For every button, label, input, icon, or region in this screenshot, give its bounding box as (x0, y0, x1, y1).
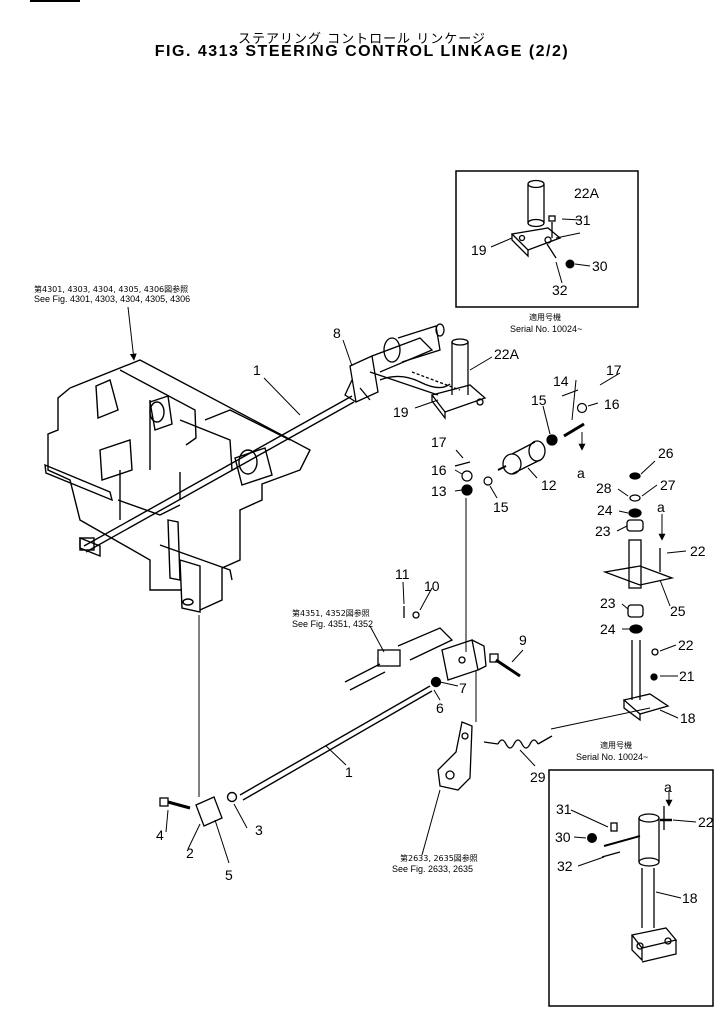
callout-4: 4 (156, 827, 164, 843)
callout-25: 25 (670, 603, 686, 619)
callout-9: 9 (519, 632, 527, 648)
figure-title: FIG. 4313 STEERING CONTROL LINKAGE (2/2) (154, 43, 570, 60)
inset-column-18-drawing (601, 806, 678, 963)
callout-24: 24 (597, 502, 613, 518)
callout-27: 27 (660, 477, 676, 493)
top-inset (455, 170, 639, 308)
upper-rod-1 (79, 395, 355, 553)
callout-30: 30 (555, 829, 571, 845)
callout-18: 18 (680, 710, 696, 726)
leader-lines (127, 218, 697, 899)
callout-10: 10 (424, 578, 440, 594)
callout-23: 23 (595, 523, 611, 539)
cylinder-12-drawing (502, 440, 546, 475)
inset-column-22A-drawing (510, 179, 562, 259)
callout-labels: 1 8 22A 19 22A 31 19 30 32 17 14 15 16 a… (156, 185, 714, 906)
callout-3: 3 (255, 822, 263, 838)
callout-14: 14 (553, 373, 569, 389)
callout-a: a (657, 499, 665, 515)
callout-7: 7 (459, 680, 467, 696)
lever-reference-en: See Fig. 2633, 2635 (392, 864, 473, 874)
callout-18: 18 (682, 890, 698, 906)
callout-2: 2 (186, 845, 194, 861)
callout-15: 15 (493, 499, 509, 515)
nut-30-icon (587, 833, 597, 843)
upper-assembly-drawing (344, 323, 487, 420)
bottom-inset (548, 769, 714, 1007)
spring-29-drawing (483, 735, 553, 749)
inset-frame (548, 769, 714, 1007)
cable-reference-en: See Fig. 4351, 4352 (292, 619, 373, 629)
callout-12: 12 (541, 477, 557, 493)
callout-21: 21 (679, 668, 695, 684)
callout-16: 16 (431, 462, 447, 478)
bottom-inset-serial-jp: 適用号機 (600, 740, 632, 750)
callout-22: 22 (678, 637, 694, 653)
right-column-drawing (602, 472, 675, 722)
cable-assembly-drawing (344, 606, 487, 691)
callout-19: 19 (471, 242, 487, 258)
callout-32: 32 (557, 858, 573, 874)
callout-30: 30 (592, 258, 608, 274)
title-japanese: ステアリング コントロール リンケージ (237, 32, 486, 47)
frame-reference-jp: 第4301, 4303, 4304, 4305, 4306図参照 (34, 284, 188, 294)
callout-5: 5 (225, 867, 233, 883)
callout-6: 6 (436, 700, 444, 716)
lever-reference-jp: 第2633, 2635図参照 (400, 853, 478, 863)
callout-17: 17 (431, 434, 447, 450)
clevis-and-bolts-drawing (159, 653, 521, 827)
callout-a: a (577, 465, 585, 481)
callout-1: 1 (345, 764, 353, 780)
callout-16: 16 (604, 396, 620, 412)
callout-26: 26 (658, 445, 674, 461)
callout-31: 31 (575, 212, 591, 228)
top-inset-serial-jp: 適用号機 (529, 312, 561, 322)
callout-31: 31 (556, 801, 572, 817)
cable-reference-jp: 第4351, 4352図参照 (292, 608, 370, 618)
lower-rod-1 (226, 676, 442, 803)
callout-17: 17 (606, 362, 622, 378)
callout-22: 22 (698, 814, 714, 830)
callout-32: 32 (552, 282, 568, 298)
callout-8: 8 (333, 325, 341, 341)
chassis-frame-drawing (44, 359, 311, 613)
nut-30-icon (565, 259, 575, 269)
inset-frame (455, 170, 639, 308)
top-inset-serial-en: Serial No. 10024~ (510, 324, 582, 334)
frame-reference-en: See Fig. 4301, 4303, 4304, 4305, 4306 (34, 294, 190, 304)
callout-19: 19 (393, 404, 409, 420)
callout-22A: 22A (494, 346, 520, 362)
callout-1: 1 (253, 362, 261, 378)
lever-drawing (437, 721, 473, 791)
corner-rule (30, 0, 80, 2)
callout-11: 11 (395, 566, 410, 582)
callout-29: 29 (530, 769, 546, 785)
callout-22: 22 (690, 543, 706, 559)
callout-28: 28 (596, 480, 612, 496)
callout-22A: 22A (574, 185, 600, 201)
small-parts-drawing (454, 389, 588, 496)
bottom-inset-serial-en: Serial No. 10024~ (576, 752, 648, 762)
callout-13: 13 (431, 483, 447, 499)
callout-15: 15 (531, 392, 547, 408)
callout-a: a (664, 779, 672, 795)
callout-24: 24 (600, 621, 616, 637)
callout-23: 23 (600, 595, 616, 611)
